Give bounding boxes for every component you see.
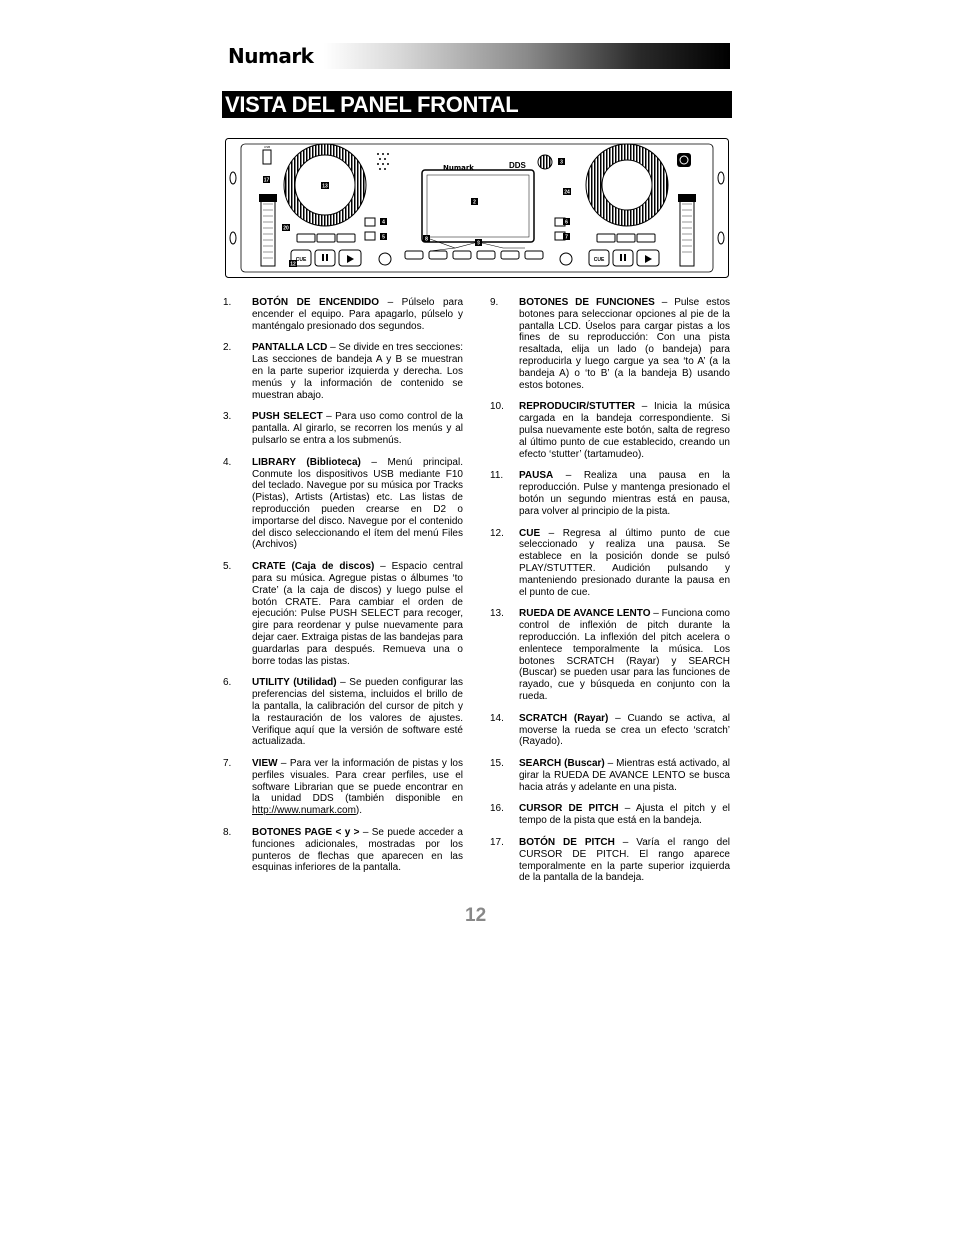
svg-text:CUE: CUE bbox=[594, 257, 605, 263]
page-number: 12 bbox=[465, 905, 487, 926]
grill bbox=[377, 153, 389, 170]
push-select-knob bbox=[537, 154, 553, 170]
callout-24 bbox=[563, 188, 571, 195]
svg-text:20: 20 bbox=[283, 226, 289, 232]
list-item: 9. BOTONES DE FUNCIONES – Pulse estos bo… bbox=[490, 297, 731, 391]
function-button bbox=[500, 250, 520, 260]
column-left: 1. BOTÓN DE ENCENDIDO – Púlselo para enc… bbox=[223, 297, 463, 884]
rack-hole bbox=[717, 231, 725, 245]
svg-text:24: 24 bbox=[564, 190, 570, 196]
callout-13 bbox=[321, 182, 329, 189]
list-item: 15. SEARCH (Buscar) – Mientras está acti… bbox=[490, 758, 730, 793]
usb-port bbox=[262, 149, 272, 165]
cue-button-a bbox=[290, 249, 312, 267]
library-button bbox=[364, 217, 376, 227]
list-item: 4. LIBRARY (Biblioteca) – Menú principal… bbox=[223, 456, 463, 551]
list-item: 13. RUEDA DE AVANCE LENTO – Funciona com… bbox=[490, 608, 730, 702]
rack-hole bbox=[229, 231, 237, 245]
page-right-button bbox=[524, 250, 544, 260]
list-item: 10. REPRODUCIR/STUTTER – Inicia la músic… bbox=[490, 401, 730, 460]
rack-hole bbox=[717, 171, 725, 185]
pause-button-b bbox=[612, 249, 634, 267]
svg-text:12: 12 bbox=[290, 262, 296, 268]
list-item: 8. BOTONES PAGE < y > – Se puede acceder… bbox=[223, 827, 463, 874]
rack-hole bbox=[229, 171, 237, 185]
list-item: 1. BOTÓN DE ENCENDIDO – Púlselo para enc… bbox=[223, 297, 464, 332]
power-button bbox=[677, 153, 691, 167]
function-button bbox=[428, 250, 448, 260]
list-item: 12. CUE – Regresa al último punto de cue… bbox=[490, 527, 730, 598]
svg-text:8: 8 bbox=[425, 237, 428, 243]
svg-text:2: 2 bbox=[473, 200, 476, 206]
list-item: 3. PUSH SELECT – Para uso como control d… bbox=[223, 411, 463, 446]
callout-8 bbox=[423, 235, 430, 242]
pitch-fader-a bbox=[259, 194, 277, 202]
list-item: 14. SCRATCH (Rayar) – Cuando se activa, … bbox=[490, 712, 730, 748]
callout-7 bbox=[563, 233, 570, 240]
function-button bbox=[476, 250, 496, 260]
list-item: 16. CURSOR DE PITCH – Ajusta el pitch y … bbox=[490, 803, 730, 827]
callout-20 bbox=[282, 224, 290, 231]
front-panel-diagram: USB Numark DDS bbox=[225, 138, 729, 278]
pitch-fader-b bbox=[678, 194, 696, 202]
lcd-screen bbox=[421, 169, 535, 243]
svg-text:6: 6 bbox=[565, 220, 568, 226]
list-item: 11. PAUSA – Realiza una pausa en la repr… bbox=[490, 470, 730, 517]
panel-brand: Numark bbox=[443, 164, 474, 172]
callout-9 bbox=[475, 239, 482, 246]
svg-text:9: 9 bbox=[477, 241, 480, 247]
jog-wheel-b bbox=[585, 143, 669, 227]
page-title: VISTA DEL PANEL FRONTAL bbox=[225, 92, 519, 117]
callout-2 bbox=[471, 198, 478, 205]
usb-label: USB bbox=[264, 145, 270, 149]
pause-button-a bbox=[314, 249, 336, 267]
crate-button bbox=[364, 231, 376, 241]
title-bar: VISTA DEL PANEL FRONTAL bbox=[222, 91, 732, 118]
button-a3 bbox=[336, 233, 356, 243]
list-item: 6. UTILITY (Utilidad) – Se pueden config… bbox=[223, 677, 463, 748]
eject-button-b bbox=[559, 252, 573, 266]
svg-text:7: 7 bbox=[565, 235, 568, 241]
scratch-button-b bbox=[596, 233, 616, 243]
numark-link[interactable]: http://www.numark.com bbox=[252, 805, 356, 817]
svg-text:13: 13 bbox=[322, 184, 328, 190]
list-item: 7. VIEW – Para ver la información de pis… bbox=[223, 758, 463, 817]
callout-4 bbox=[380, 218, 387, 225]
search-button-b bbox=[616, 233, 636, 243]
cue-button-b bbox=[588, 249, 610, 267]
svg-text:17: 17 bbox=[264, 178, 270, 184]
eject-button-a bbox=[378, 252, 392, 266]
svg-text:3: 3 bbox=[560, 160, 563, 166]
callout-12 bbox=[289, 260, 297, 267]
button-b3 bbox=[636, 233, 656, 243]
svg-text:4: 4 bbox=[382, 220, 385, 226]
callout-5 bbox=[380, 233, 387, 240]
list-item: 2. PANTALLA LCD – Se divide en tres secc… bbox=[223, 342, 463, 401]
svg-text:CUE: CUE bbox=[296, 257, 307, 263]
panel-model: DDS bbox=[509, 161, 527, 170]
column-right: 9. BOTONES DE FUNCIONES – Pulse estos bo… bbox=[490, 297, 730, 894]
page-left-button bbox=[404, 250, 424, 260]
callout-3 bbox=[558, 158, 565, 165]
scratch-button-a bbox=[296, 233, 316, 243]
numark-logo: Numark bbox=[228, 44, 314, 68]
play-stutter-button-a bbox=[338, 249, 362, 267]
function-button bbox=[452, 250, 472, 260]
list-item: 5. CRATE (Caja de discos) – Espacio cent… bbox=[223, 561, 463, 667]
list-item: 17. BOTÓN DE PITCH – Varía el rango del … bbox=[490, 837, 730, 884]
callout-6 bbox=[563, 218, 570, 225]
play-stutter-button-b bbox=[636, 249, 660, 267]
callout-17 bbox=[263, 176, 270, 183]
svg-text:5: 5 bbox=[382, 235, 385, 241]
header-bar: Numark bbox=[222, 43, 730, 69]
search-button-a bbox=[316, 233, 336, 243]
